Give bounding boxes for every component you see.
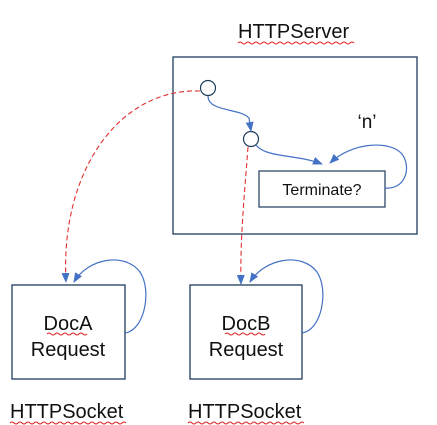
- docA-name: DocA: [44, 313, 94, 335]
- docA-self-loop: [73, 259, 147, 334]
- docB-request: Request: [209, 339, 284, 361]
- docA-request: Request: [31, 339, 106, 361]
- docB-socket-label: HTTPSocket: [188, 401, 302, 423]
- docA-box: [11, 284, 126, 380]
- flow-arrow-circle1-to-circle2: [207, 95, 254, 132]
- docB-box: [189, 284, 303, 380]
- docB-name: DocB: [222, 313, 271, 335]
- docA-socket-label: HTTPSocket: [10, 401, 124, 423]
- spawn-arrow-to-docA: [61, 90, 201, 283]
- server-title-spellcheck-underline: [237, 41, 355, 45]
- server-title: HTTPServer: [238, 21, 349, 43]
- docB-self-loop: [249, 259, 324, 334]
- docB-name-spellcheck-underline: [224, 332, 266, 336]
- server-state-circle-2: [242, 130, 260, 148]
- terminate-label: Terminate?: [282, 182, 361, 199]
- flow-arrow-circle2-to-terminate: [255, 144, 323, 165]
- loop-arrow-n: [329, 144, 407, 189]
- docB-socket-spellcheck-underline: [187, 421, 305, 425]
- server-box: [172, 56, 418, 235]
- loop-label-n: ‘n’: [357, 112, 376, 133]
- docA-name-spellcheck-underline: [46, 332, 88, 336]
- docA-socket-spellcheck-underline: [9, 421, 127, 425]
- server-state-circle-1: [199, 79, 217, 97]
- terminate-box: [258, 170, 386, 208]
- spawn-arrow-to-docB: [236, 146, 249, 285]
